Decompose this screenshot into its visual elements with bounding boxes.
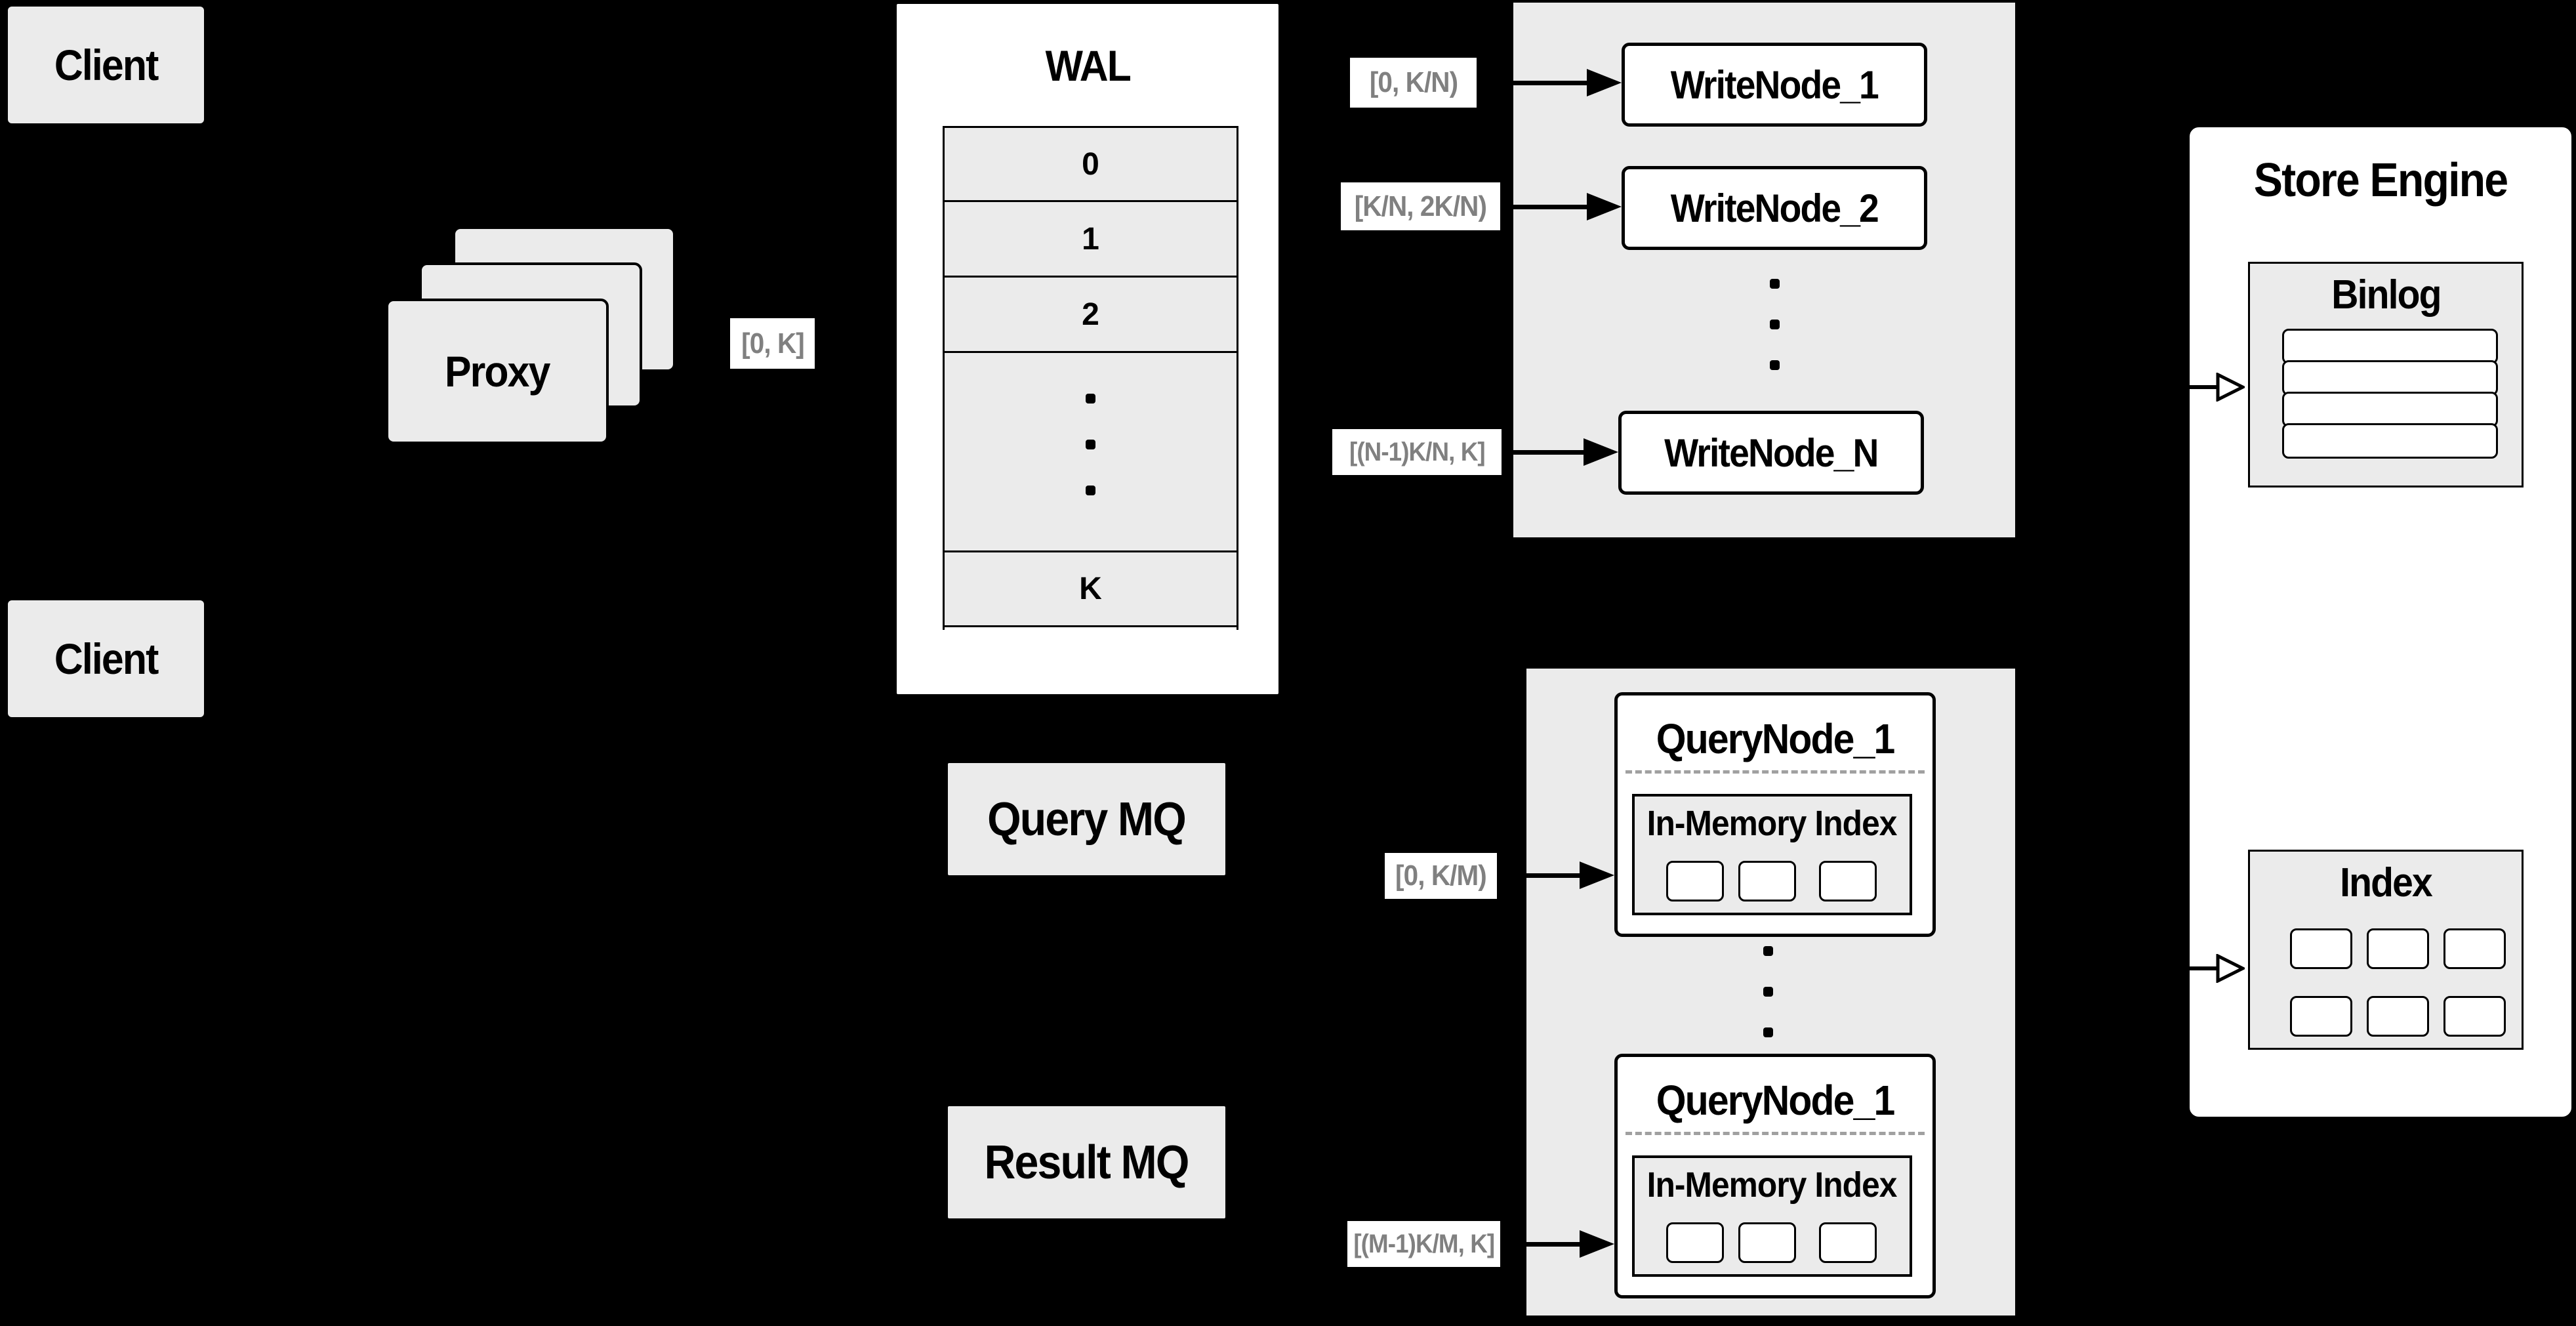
segment-cell (1666, 861, 1724, 901)
ellipsis-dot (1763, 987, 1773, 997)
write-node-1-box: WriteNode_1 (1622, 43, 1927, 127)
hollow-arrow-head (2216, 954, 2245, 983)
binlog-row (2282, 423, 2498, 459)
client-bottom-label: Client (54, 634, 159, 683)
client-box-top: Client (7, 5, 205, 125)
wal-title-wrap: WAL (897, 38, 1278, 93)
range-label-proxy-wal: [0, K] (730, 318, 815, 369)
query-node-1-title-wrap: QueryNode_1 (1656, 715, 1895, 762)
arrow-line (1500, 1242, 1580, 1247)
result-mq-label: Result MQ (985, 1136, 1190, 1189)
wal-row-2: 2 (945, 278, 1237, 353)
index-cell (2290, 996, 2352, 1037)
wal-row-0: 0 (945, 128, 1237, 202)
write-node-n-box: WriteNode_N (1618, 411, 1924, 495)
ellipsis-dot (1086, 394, 1095, 404)
dashed-divider (1625, 770, 1925, 774)
index-cell (2443, 996, 2506, 1037)
index-cell (2290, 928, 2352, 969)
arrow-line (2015, 385, 2217, 389)
write-node-2-box: WriteNode_2 (1622, 166, 1927, 250)
arrow-line (1477, 81, 1587, 85)
arrow-head (1587, 69, 1622, 96)
ellipsis-dot (1086, 440, 1095, 449)
ellipsis-dot (1086, 486, 1095, 495)
arrow-head (1580, 1230, 1614, 1258)
segment-cell (1819, 861, 1877, 901)
arrow-line (1502, 450, 1584, 455)
wal-row-k: K (945, 552, 1237, 627)
proxy-card-front: Proxy (386, 299, 609, 444)
segment-cell (1738, 1222, 1796, 1263)
in-memory-index-title-wrap: In-Memory Index (1647, 804, 1898, 843)
dashed-divider (1625, 1132, 1925, 1135)
in-memory-index-title-wrap: In-Memory Index (1647, 1165, 1898, 1205)
wal-title: WAL (1045, 41, 1131, 90)
arrow-line (1497, 873, 1580, 878)
query-mq-box: Query MQ (947, 762, 1227, 877)
wal-panel: WAL 0 1 2 K (895, 3, 1280, 695)
arrow-head (1587, 193, 1622, 220)
index-cell (2367, 928, 2429, 969)
query-mq-label: Query MQ (987, 793, 1187, 846)
binlog-title-wrap: Binlog (2331, 272, 2442, 318)
index-cell (2443, 928, 2506, 969)
segment-cell (1666, 1222, 1724, 1263)
client-box-bottom: Client (7, 599, 205, 718)
store-engine-title-wrap: Store Engine (2190, 151, 2571, 210)
range-label-query-m: [(M-1)K/M, K] (1347, 1221, 1500, 1267)
store-engine-title: Store Engine (2253, 154, 2508, 207)
binlog-row (2282, 392, 2498, 427)
query-node-m-box: QueryNode_1 In-Memory Index (1614, 1054, 1936, 1298)
binlog-box: Binlog (2248, 262, 2524, 487)
wal-table: 0 1 2 K (943, 126, 1238, 630)
ellipsis-dot (1770, 320, 1780, 329)
arrow-head (1584, 438, 1618, 466)
proxy-label: Proxy (445, 347, 550, 396)
arrow-line (1500, 205, 1587, 209)
result-mq-box: Result MQ (947, 1105, 1227, 1220)
range-label-query-1: [0, K/M) (1385, 853, 1497, 899)
query-node-1-box: QueryNode_1 In-Memory Index (1614, 692, 1936, 937)
segment-cell (1738, 861, 1796, 901)
index-cell (2367, 996, 2429, 1037)
binlog-row (2282, 360, 2498, 396)
arrow-line (2015, 966, 2217, 970)
index-title-wrap: Index (2340, 860, 2433, 905)
wal-row-1: 1 (945, 202, 1237, 278)
in-memory-index-box: In-Memory Index (1632, 794, 1912, 915)
ellipsis-dot (1763, 946, 1773, 956)
store-engine-panel: Store Engine Binlog Index (2188, 126, 2573, 1118)
range-label-write-n: [(N-1)K/N, K] (1332, 429, 1502, 475)
hollow-arrow-head (2216, 373, 2245, 402)
wal-row-ellipsis (945, 353, 1237, 552)
index-box: Index (2248, 850, 2524, 1050)
ellipsis-dot (1763, 1027, 1773, 1037)
segment-cell (1819, 1222, 1877, 1263)
client-top-label: Client (54, 41, 159, 89)
ellipsis-dot (1770, 360, 1780, 370)
binlog-row (2282, 329, 2498, 364)
range-label-write-2: [K/N, 2K/N) (1341, 182, 1500, 230)
ellipsis-dot (1770, 279, 1780, 289)
query-node-m-title-wrap: QueryNode_1 (1656, 1077, 1895, 1124)
in-memory-index-box: In-Memory Index (1632, 1155, 1912, 1277)
range-label-write-1: [0, K/N) (1350, 58, 1477, 108)
arrow-head (1580, 861, 1614, 889)
